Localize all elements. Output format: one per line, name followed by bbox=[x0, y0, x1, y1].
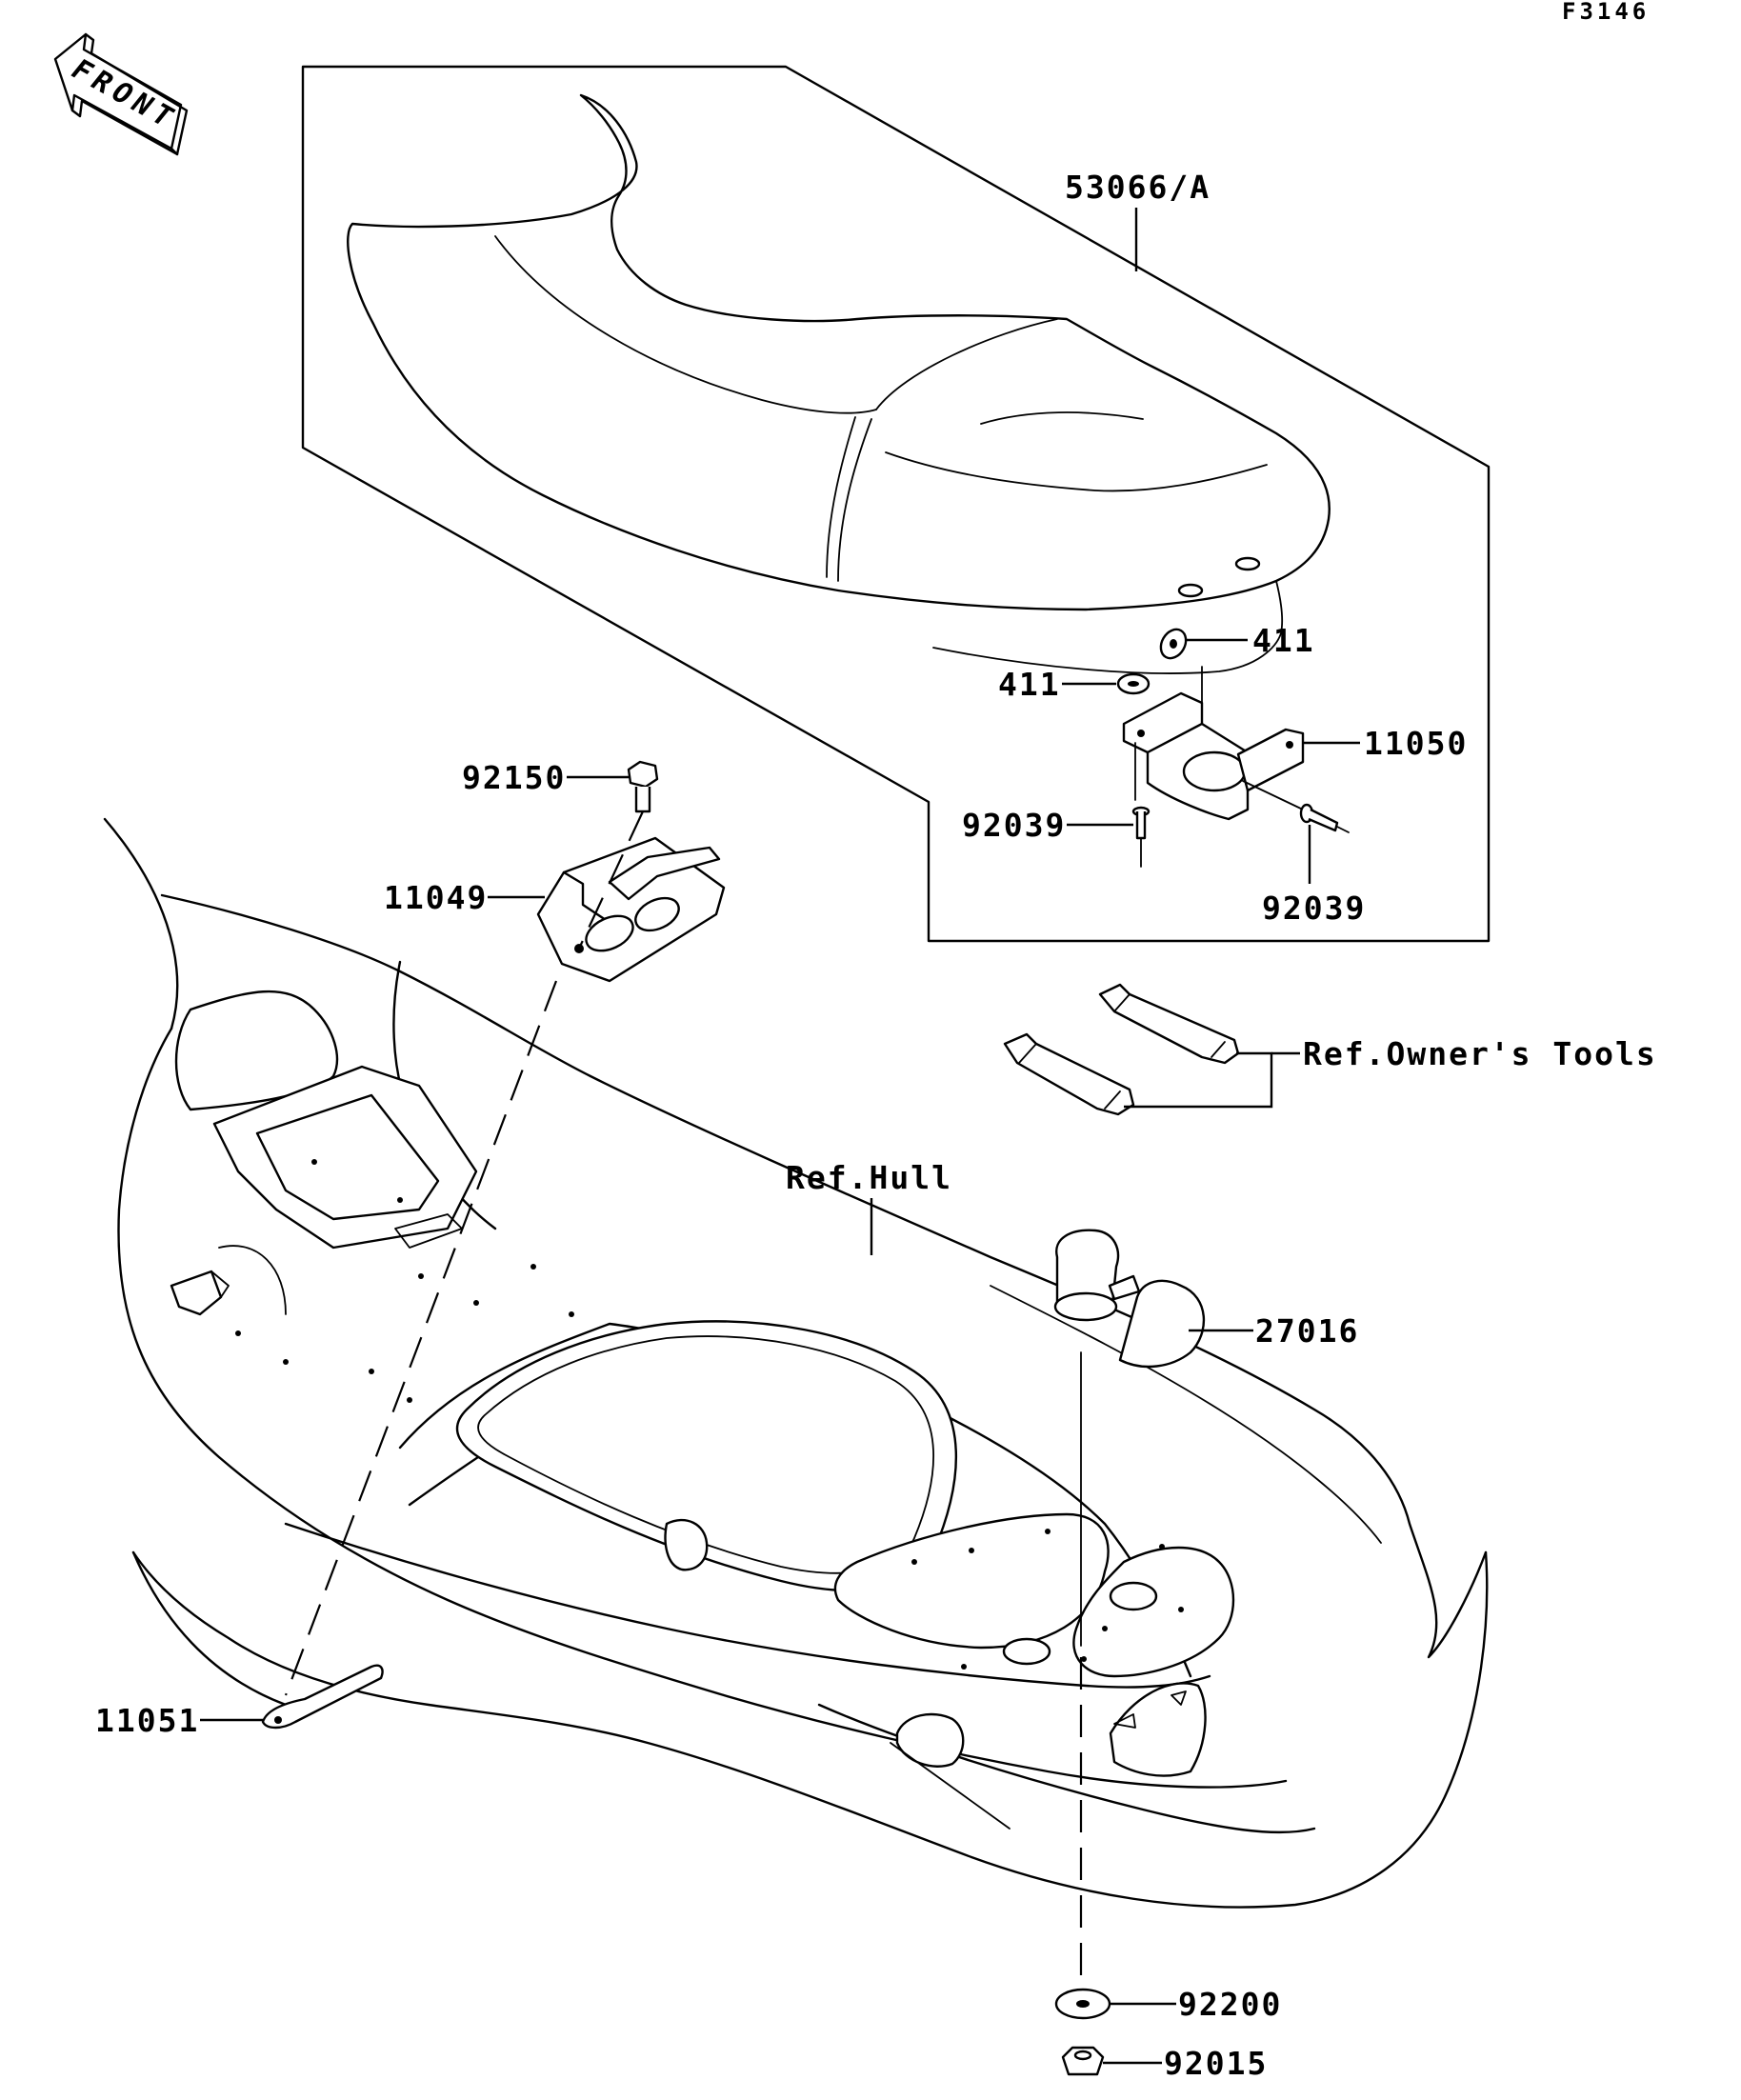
grommet-92200 bbox=[1054, 1988, 1111, 2020]
label-411-top: 411 bbox=[1252, 622, 1315, 659]
tool-strap-upper bbox=[1098, 983, 1240, 1065]
label-92039-bottom: 92039 bbox=[1262, 890, 1366, 927]
nut-92015 bbox=[1061, 2046, 1105, 2076]
label-11050: 11050 bbox=[1364, 725, 1468, 762]
leader-owners-tools bbox=[1124, 1051, 1273, 1109]
tool-strap-lower bbox=[1003, 1032, 1135, 1116]
plate-11051 bbox=[261, 1664, 384, 1730]
label-92015: 92015 bbox=[1164, 2045, 1268, 2082]
seat-hook-bracket bbox=[536, 836, 726, 983]
latch-bracket bbox=[1122, 666, 1305, 821]
label-92039-left: 92039 bbox=[962, 807, 1066, 844]
rivet-92039-left bbox=[1131, 742, 1151, 868]
label-411-left: 411 bbox=[998, 666, 1061, 703]
label-11049: 11049 bbox=[384, 879, 488, 916]
rivet-92039-bottom bbox=[1242, 780, 1350, 833]
label-92150: 92150 bbox=[462, 759, 566, 796]
seat-assembly-box bbox=[301, 65, 1491, 943]
dashed-bolt-axis bbox=[578, 810, 644, 950]
label-hull-ref: Ref.Hull bbox=[786, 1159, 952, 1196]
dashed-axis-11051 bbox=[284, 980, 558, 1696]
tail-light bbox=[1053, 1229, 1205, 1369]
label-53066a: 53066/A bbox=[1065, 169, 1211, 206]
washer-411-left bbox=[1116, 672, 1151, 695]
seat bbox=[347, 93, 1331, 674]
hull bbox=[103, 817, 1489, 1909]
figure-code: F3146 bbox=[1562, 0, 1650, 25]
label-92200: 92200 bbox=[1178, 1986, 1282, 2023]
front-direction-arrow-icon: FRONT bbox=[53, 32, 189, 156]
label-27016: 27016 bbox=[1255, 1312, 1359, 1350]
label-owners-tools: Ref.Owner's Tools bbox=[1303, 1035, 1657, 1072]
bolt-92150 bbox=[627, 760, 659, 813]
label-11051: 11051 bbox=[95, 1702, 199, 1739]
washer-411-top bbox=[1159, 628, 1188, 660]
